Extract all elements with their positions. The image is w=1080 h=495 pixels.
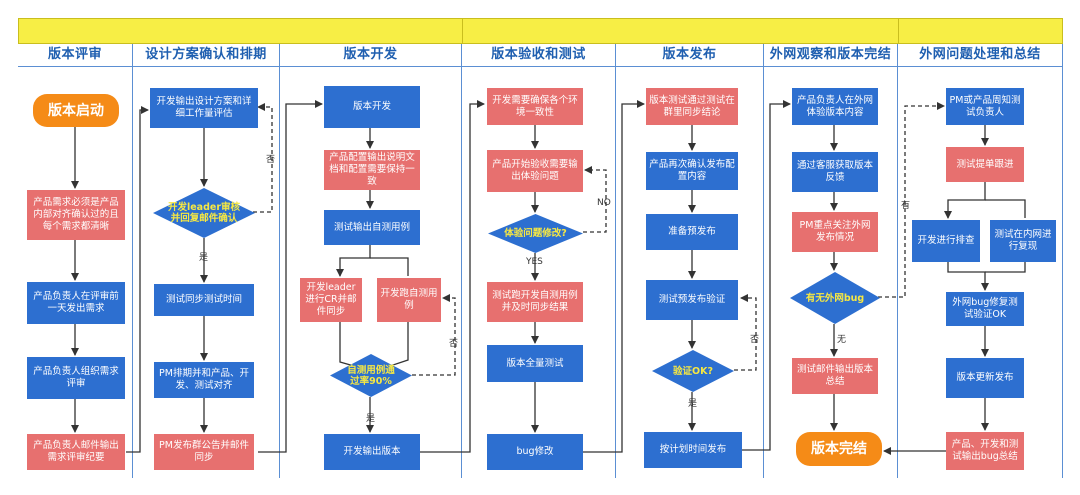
process-node: PM重点关注外网发布情况 [792, 212, 878, 252]
branch-label: 有 [901, 201, 911, 211]
decision-node: 有无外网bug [790, 272, 880, 324]
lane-design: 设计方案确认和排期 [133, 44, 280, 478]
lane-release: 版本发布 [616, 44, 764, 478]
branch-label: 否 [750, 335, 760, 345]
process-node: 测试跑开发自测用例并及时同步结果 [487, 282, 583, 322]
decision-node: 体验问题修改? [488, 214, 583, 253]
decision-label: 体验问题修改? [504, 228, 567, 239]
decision-node: 验证OK? [652, 350, 734, 392]
process-node: 版本开发 [324, 86, 420, 128]
process-node: 版本全量测试 [487, 345, 583, 382]
process-node: 测试邮件输出版本总结 [792, 358, 878, 394]
lane-accept-test: 版本验收和测试 [462, 44, 616, 478]
lane-title: 版本验收和测试 [462, 44, 615, 67]
process-node: 产品再次确认发布配置内容 [646, 152, 738, 190]
process-node: 测试输出自测用例 [324, 210, 420, 245]
process-node: 测试预发布验证 [646, 280, 738, 320]
header-divider [462, 18, 463, 44]
process-node: 开发leader进行CR并邮件同步 [300, 278, 362, 322]
process-node: 通过客服获取版本反馈 [792, 152, 878, 192]
branch-label: YES [526, 257, 543, 267]
process-node: 产品开始验收需要输出体验问题 [487, 150, 583, 192]
process-node: 版本更新发布 [946, 358, 1024, 398]
lane-observe: 外网观察和版本完结 [764, 44, 898, 478]
lane-title: 设计方案确认和排期 [133, 44, 279, 67]
header-divider [898, 18, 899, 44]
process-node: 产品、开发和测试输出bug总结 [946, 432, 1024, 470]
process-node: PM发布群公告并邮件同步 [154, 434, 254, 470]
decision-label: 验证OK? [673, 365, 713, 377]
process-node: 开发输出设计方案和详细工作量评估 [150, 88, 258, 128]
branch-label: 无 [837, 335, 847, 345]
process-node: 按计划时间发布 [644, 432, 742, 468]
process-node: 测试提单跟进 [946, 147, 1024, 182]
process-node: 外网bug修复测试验证OK [946, 292, 1024, 326]
decision-label: 开发leader审核并回复邮件确认 [167, 202, 241, 224]
process-node: 产品负责人在评审前一天发出需求 [27, 282, 125, 324]
process-node: 开发输出版本 [324, 434, 420, 470]
end-node: 版本完结 [796, 432, 882, 466]
branch-label: 是 [199, 253, 209, 263]
process-node: 版本测试通过测试在群里同步结论 [646, 88, 738, 125]
branch-label: 是 [688, 399, 698, 409]
decision-label: 有无外网bug [805, 292, 865, 304]
process-node: 准备预发布 [646, 214, 738, 250]
lane-review: 版本评审 [18, 44, 133, 478]
process-node: 产品需求必须是产品内部对齐确认过的且每个需求都清晰 [27, 190, 125, 240]
lane-develop: 版本开发 [280, 44, 462, 478]
lane-title: 版本发布 [616, 44, 763, 67]
process-node: PM或产品周知测试负责人 [946, 88, 1024, 125]
decision-node: 自测用例通过率90% [330, 354, 412, 397]
lane-title: 版本评审 [18, 44, 132, 67]
process-node: 开发需要确保各个环境一致性 [487, 88, 583, 125]
lane-title: 版本开发 [280, 44, 461, 67]
branch-label: 是 [366, 414, 376, 424]
branch-label: 否 [266, 155, 276, 165]
start-node: 版本启动 [33, 94, 119, 127]
decision-label: 自测用例通过率90% [347, 364, 395, 387]
lane-issue: 外网问题处理和总结 [898, 44, 1063, 478]
process-node: 测试在内网进行复现 [990, 220, 1056, 262]
process-node: 产品配置输出说明文档和配置需要保持一致 [324, 150, 420, 190]
header-band [18, 18, 1063, 44]
process-node: 产品负责人组织需求评审 [27, 357, 125, 399]
branch-label: 否 [449, 339, 459, 349]
process-node: 产品负责人邮件输出需求评审纪要 [27, 434, 125, 470]
process-node: 产品负责人在外网体验版本内容 [792, 88, 878, 125]
process-node: 测试同步测试时间 [154, 284, 254, 316]
lane-title: 外网观察和版本完结 [764, 44, 897, 67]
decision-node: 开发leader审核并回复邮件确认 [153, 188, 255, 238]
lane-title: 外网问题处理和总结 [898, 44, 1062, 67]
process-node: 开发进行排查 [912, 220, 980, 262]
process-node: bug修改 [487, 434, 583, 470]
branch-label: NO [597, 198, 611, 208]
process-node: 开发跑自测用例 [377, 278, 441, 322]
process-node: PM排期并和产品、开发、测试对齐 [154, 362, 254, 398]
